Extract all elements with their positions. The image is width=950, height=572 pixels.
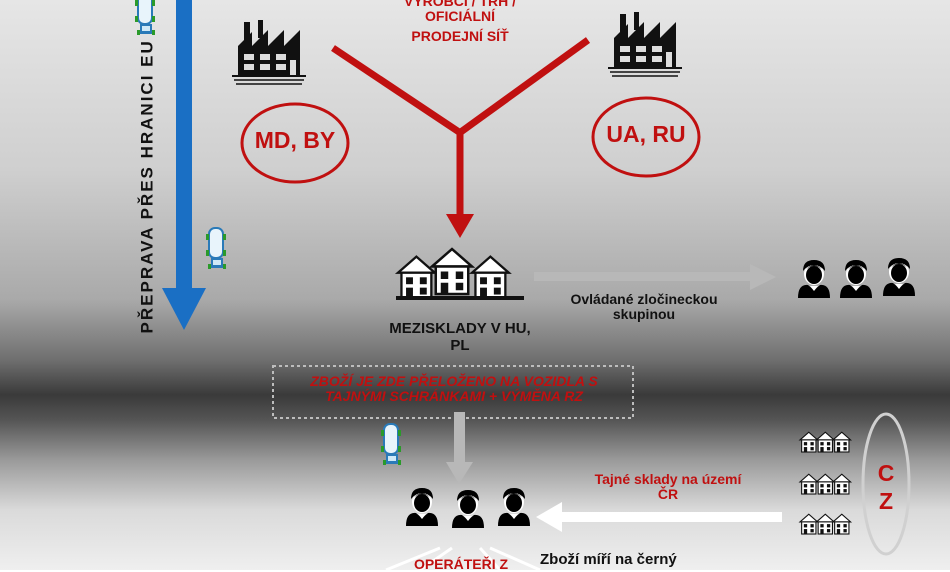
houses-icon-warehouse xyxy=(396,247,524,300)
blue-transport-arrow xyxy=(162,0,206,330)
person-icon-operator-3 xyxy=(498,488,530,526)
white-arrow-left xyxy=(536,502,782,532)
distribution-lines xyxy=(385,546,541,570)
transfer-note: ZBOŽÍ JE ZDE PŘELOŽENO NA VOZIDLA S TAJN… xyxy=(276,373,632,405)
houses-icon-secret-1 xyxy=(799,431,852,453)
factory-icon-right xyxy=(607,11,683,77)
cz-ellipse xyxy=(861,412,911,556)
blackmarket-label: Zboží míří na černý xyxy=(540,551,677,568)
top-label-line3: PRODEJNÍ SÍŤ xyxy=(411,27,509,44)
person-icon-operator-2 xyxy=(452,490,484,528)
warehouse-label-line1: MEZISKLADY V HU, xyxy=(389,320,531,337)
transfer-note-line1: ZBOŽÍ JE ZDE PŘELOŽENO NA VOZIDLA S xyxy=(310,373,598,389)
transfer-note-box xyxy=(272,365,634,419)
cz-label: C Z xyxy=(866,460,906,515)
secret-label-line2: ČR xyxy=(657,486,679,503)
houses-icon-secret-3 xyxy=(799,513,852,535)
person-icon-group-2 xyxy=(840,260,872,298)
transfer-note-line2: TAJNÝMI SCHRÁNKAMI + VÝMĚNA RZ xyxy=(325,388,583,405)
gray-arrow-right xyxy=(534,264,776,290)
operators-label: OPERÁTEŘI Z xyxy=(413,556,509,572)
top-label-line2: OFICIÁLNÍ xyxy=(425,8,495,25)
transport-label: PŘEPRAVA PŘES HRANICI EU xyxy=(137,39,157,334)
controlled-label-line2: skupinou xyxy=(612,306,676,323)
secret-label-line1: Tajné sklady na území xyxy=(594,471,742,487)
gray-arrow-down xyxy=(446,412,473,484)
origin-right-ellipse xyxy=(591,96,701,178)
origin-left-ellipse xyxy=(240,102,350,184)
person-icon-group-1 xyxy=(798,260,830,298)
secret-warehouses-label: Tajné sklady na území ČR xyxy=(566,471,770,503)
houses-icon-secret-2 xyxy=(799,473,852,495)
tanker-truck-icon-middle xyxy=(205,227,227,270)
cz-letter-z: Z xyxy=(878,487,894,514)
cz-letter-c: C xyxy=(877,460,895,486)
warehouse-label-line2: PL xyxy=(450,336,470,354)
top-label: VÝROBCI / TRH / OFICIÁLNÍ PRODEJNÍ SÍŤ xyxy=(360,0,560,44)
origin-left-label: MD, BY xyxy=(254,127,336,153)
factory-icon-left xyxy=(231,19,307,85)
controlled-label-line1: Ovládané zločineckou xyxy=(570,291,718,307)
red-converging-arrows xyxy=(331,37,591,238)
origin-right-label: UA, RU xyxy=(606,121,686,147)
tanker-truck-icon-lower xyxy=(380,423,402,466)
controlled-label: Ovládané zločineckou skupinou xyxy=(544,291,744,323)
person-icon-group-3 xyxy=(883,258,915,296)
person-icon-operator-1 xyxy=(406,488,438,526)
warehouse-label: MEZISKLADY V HU, PL xyxy=(360,320,560,354)
top-label-line1: VÝROBCI / TRH / xyxy=(403,0,516,9)
